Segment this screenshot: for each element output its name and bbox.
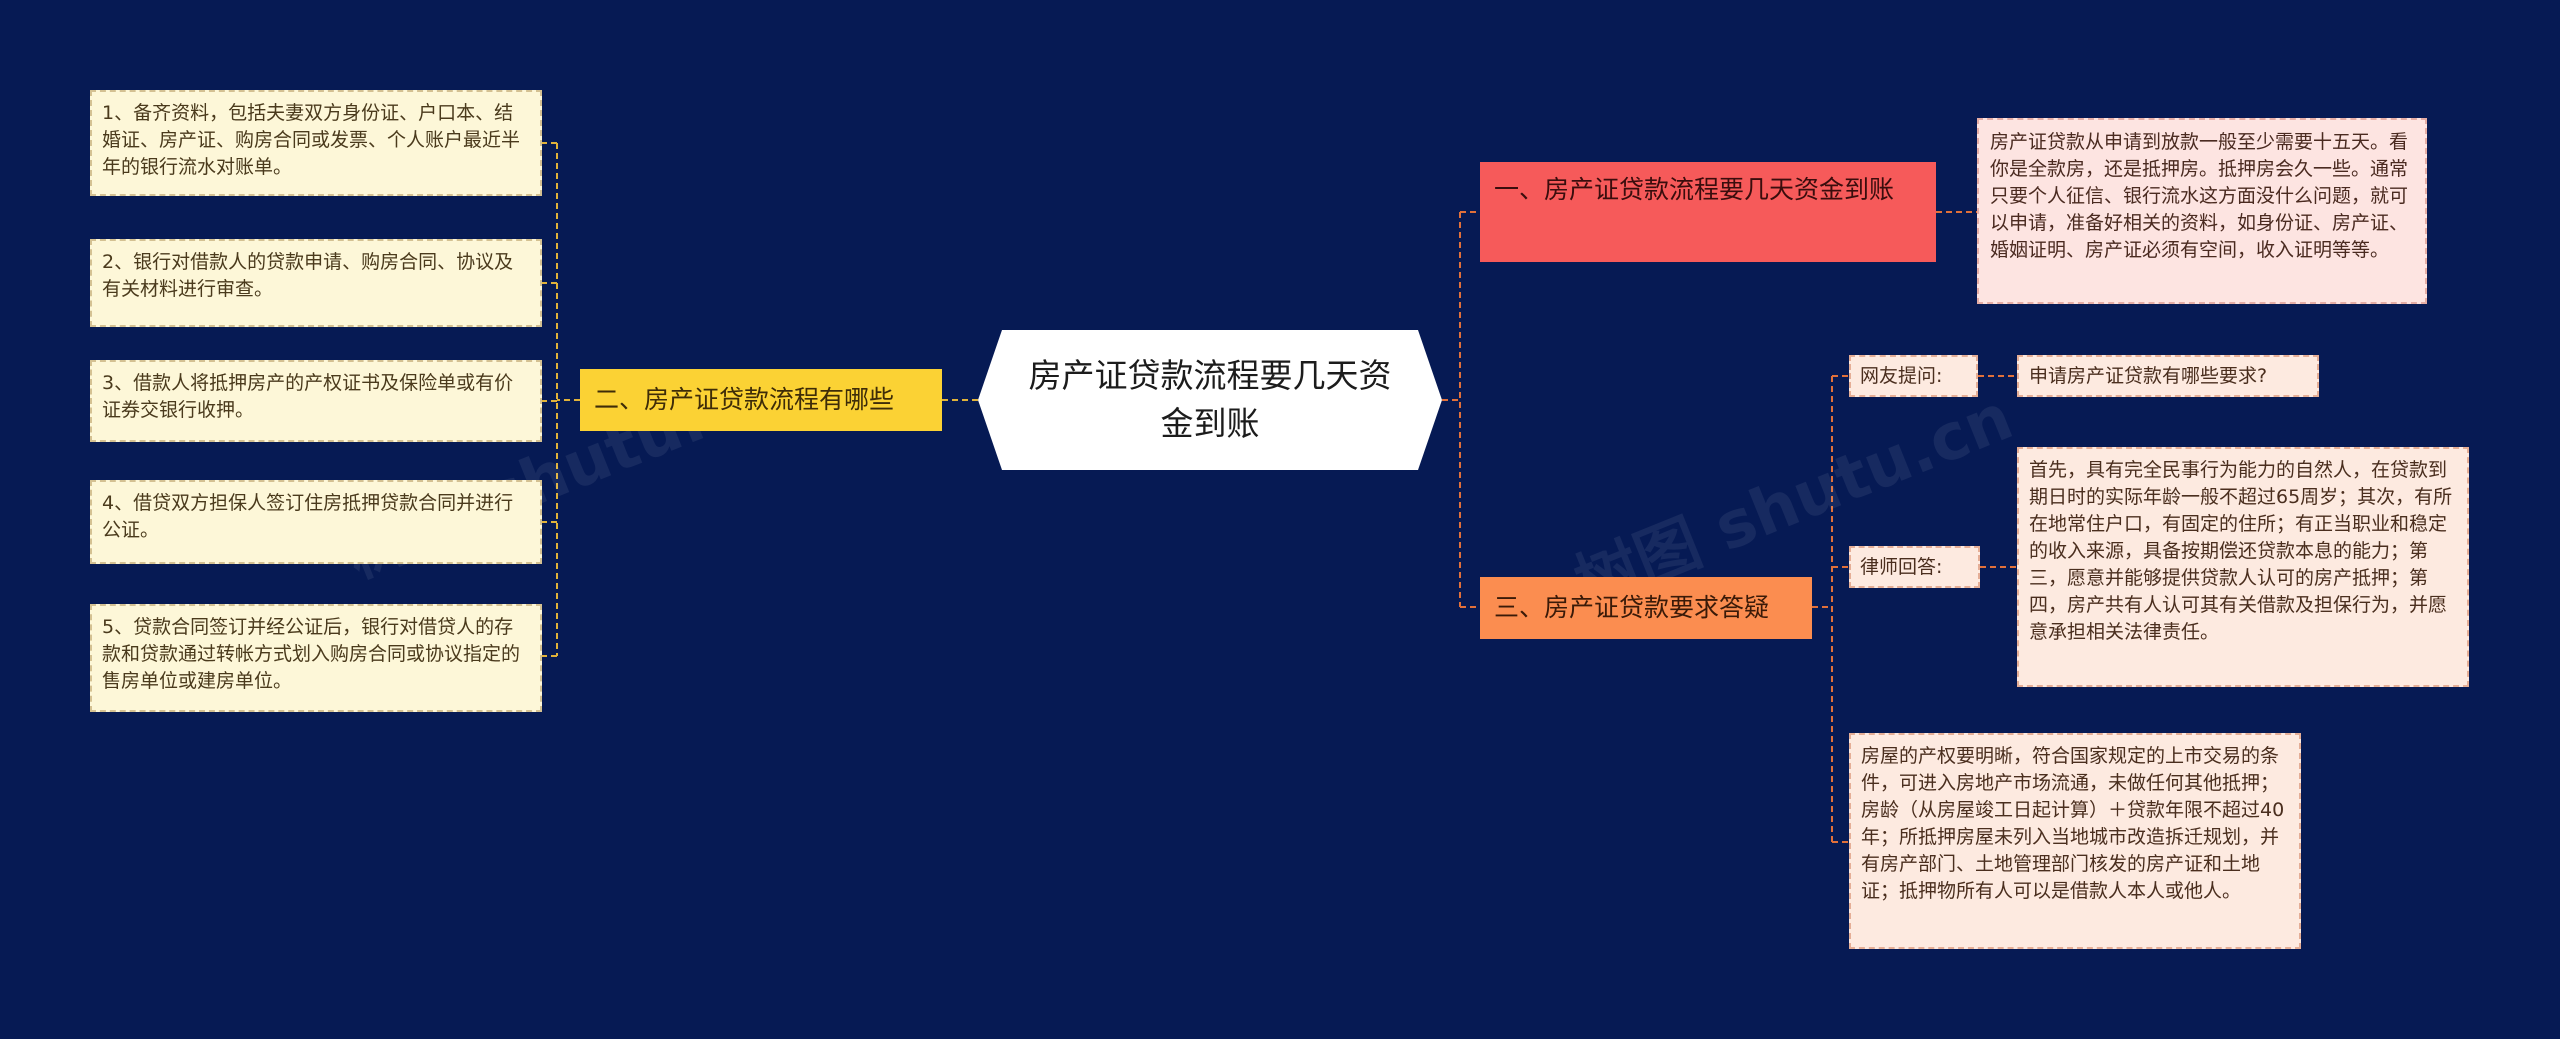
branch-label: 二、房产证贷款流程有哪些 bbox=[594, 385, 895, 415]
branch-disbursement-time[interactable]: 一、房产证贷款流程要几天资金到账 bbox=[1480, 162, 1936, 262]
step-3[interactable]: 3、借款人将抵押房产的产权证书及保险单或有价证券交银行收押。 bbox=[90, 360, 542, 442]
question-label[interactable]: 网友提问: bbox=[1849, 355, 1978, 397]
step-1[interactable]: 1、备齐资料，包括夫妻双方身份证、户口本、结婚证、房产证、购房合同或发票、个人账… bbox=[90, 90, 542, 196]
step-4[interactable]: 4、借贷双方担保人签订住房抵押贷款合同并进行公证。 bbox=[90, 480, 542, 564]
step-2[interactable]: 2、银行对借款人的贷款申请、购房合同、协议及有关材料进行审查。 bbox=[90, 239, 542, 327]
root-node[interactable]: 房产证贷款流程要几天资金到账 bbox=[978, 330, 1442, 470]
branch-label: 一、房产证贷款流程要几天资金到账 bbox=[1494, 175, 1895, 204]
answer-label[interactable]: 律师回答: bbox=[1849, 546, 1980, 588]
branch-requirements-qa[interactable]: 三、房产证贷款要求答疑 bbox=[1480, 577, 1812, 639]
answer-text[interactable]: 首先，具有完全民事行为能力的自然人，在贷款到期日时的实际年龄一般不超过65周岁；… bbox=[2017, 447, 2469, 687]
root-title: 房产证贷款流程要几天资金到账 bbox=[1028, 356, 1392, 443]
branch-label: 三、房产证贷款要求答疑 bbox=[1494, 593, 1770, 623]
branch-process-steps[interactable]: 二、房产证贷款流程有哪些 bbox=[580, 369, 942, 431]
question-text[interactable]: 申请房产证贷款有哪些要求? bbox=[2017, 355, 2319, 397]
disbursement-detail[interactable]: 房产证贷款从申请到放款一般至少需要十五天。看你是全款房，还是抵押房。抵押房会久一… bbox=[1977, 118, 2427, 304]
property-requirements[interactable]: 房屋的产权要明晰，符合国家规定的上市交易的条件，可进入房地产市场流通，未做任何其… bbox=[1849, 733, 2301, 949]
step-5[interactable]: 5、贷款合同签订并经公证后，银行对借贷人的存款和贷款通过转帐方式划入购房合同或协… bbox=[90, 604, 542, 712]
